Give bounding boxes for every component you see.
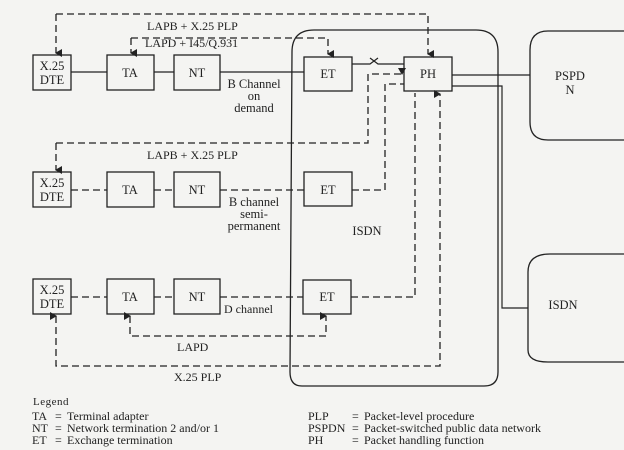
x25-plp-bottom-path <box>50 90 441 367</box>
et-box-1 <box>303 56 353 92</box>
x25-dte-label: X.25 <box>40 59 65 73</box>
isdn-region-label: ISDN <box>352 224 381 238</box>
x25-dte-label: DTE <box>40 73 65 87</box>
x25-dte-label: X.25 <box>40 283 65 297</box>
pspdn-cloud <box>529 30 624 141</box>
link-ph-isdn <box>452 85 528 309</box>
nt-label: NT <box>189 290 206 304</box>
legend-sep: = <box>352 433 359 447</box>
legend-abbr: TA <box>32 409 47 423</box>
ph-label: PH <box>420 67 436 81</box>
et-label: ET <box>320 67 336 81</box>
legend-meaning: Packet-switched public data network <box>364 421 541 435</box>
ta-label: TA <box>122 183 138 197</box>
et-label: ET <box>320 183 336 197</box>
legend-abbr: PLP <box>308 409 329 423</box>
x25-dte-label: X.25 <box>40 176 65 190</box>
x25-dte-label: DTE <box>40 190 65 204</box>
row1-channel-label: B Channel <box>227 77 281 91</box>
lapd-path <box>124 312 327 337</box>
legend-meaning: Packet handling function <box>364 433 484 447</box>
et3-to-ph-path <box>351 93 416 298</box>
row1-lower-protocol: LAPD + I45/Q.931 <box>145 36 238 50</box>
row2-channel-label: permanent <box>228 219 281 233</box>
legend-abbr: NT <box>32 421 49 435</box>
legend-meaning: Network termination 2 and/or 1 <box>67 421 219 435</box>
row1-channel-label: demand <box>234 101 274 115</box>
row1-upper-protocol: LAPB + X.25 PLP <box>147 19 238 33</box>
row3-lower-protocol: LAPD <box>177 340 209 354</box>
nt-label: NT <box>189 66 206 80</box>
ta-label: TA <box>122 290 138 304</box>
legend-abbr: ET <box>32 433 47 447</box>
row3-channel-label: D channel <box>224 302 274 316</box>
ta-label: TA <box>122 66 138 80</box>
legend-meaning: Terminal adapter <box>67 409 148 423</box>
pspdn-label-1: PSPD <box>555 69 585 83</box>
legend-meaning: Exchange termination <box>67 433 173 447</box>
legend-sep: = <box>55 409 62 423</box>
legend-sep: = <box>55 421 62 435</box>
et-label: ET <box>319 290 335 304</box>
isdn-region-boundary <box>289 29 499 387</box>
legend-left: TA = Terminal adapter NT = Network termi… <box>32 409 219 447</box>
x25-dte-label: DTE <box>40 297 65 311</box>
isdn-cloud <box>527 253 624 363</box>
isdn-cloud-label: ISDN <box>548 298 577 312</box>
legend-abbr: PSPDN <box>308 421 346 435</box>
legend-right: PLP = Packet-level procedure PSPDN = Pac… <box>308 409 541 447</box>
legend-sep: = <box>352 421 359 435</box>
legend-meaning: Packet-level procedure <box>364 409 474 423</box>
row2-upper-protocol: LAPB + X.25 PLP <box>147 148 238 162</box>
legend-abbr: PH <box>308 433 324 447</box>
legend-sep: = <box>55 433 62 447</box>
lapb-x25-plp-path-1 <box>56 13 434 58</box>
link-et-ph-switch <box>352 57 404 65</box>
legend-title: Legend <box>33 396 69 408</box>
legend-sep: = <box>352 409 359 423</box>
et2-to-ph-path <box>352 83 404 191</box>
row3-bottom-protocol: X.25 PLP <box>174 370 222 384</box>
nt-label: NT <box>189 183 206 197</box>
pspdn-label-2: N <box>565 83 574 97</box>
